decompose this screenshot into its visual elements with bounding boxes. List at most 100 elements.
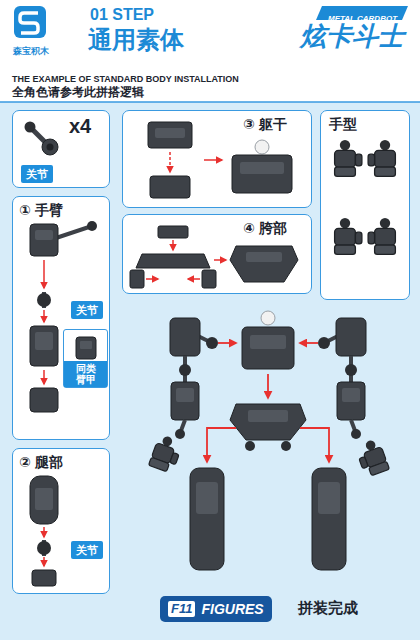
leg-parts: [30, 476, 58, 524]
leg-parts: [35, 488, 53, 510]
assembled-figure: [351, 429, 361, 439]
arm-parts: [30, 388, 58, 412]
arm-panel: 关节同类臂甲 ① 手臂: [12, 196, 110, 440]
node-text: FIGURES: [201, 601, 263, 618]
arm-parts: [87, 221, 97, 231]
label-slot: THE EXAMPLE OF STANDARD BODY INSTALLATIO…: [12, 68, 239, 86]
assembled-figure: [342, 388, 360, 402]
assembled-figure: [312, 468, 346, 570]
hip-parts: [188, 278, 200, 280]
completion-note: 拼装完成: [298, 599, 358, 616]
node-heading: ① 手臂: [19, 202, 63, 220]
assembled-figure: [281, 441, 291, 451]
assembled-figure: [345, 364, 357, 376]
assembled-figure: [196, 482, 218, 514]
header-band: [0, 0, 420, 102]
assembled-figure: [190, 468, 224, 570]
hip-parts: [230, 246, 298, 282]
assembled-figure: [250, 335, 286, 349]
hip-parts: [136, 254, 210, 268]
panel-ground: [12, 448, 110, 594]
torso-parts: [148, 122, 192, 148]
torso-parts: [255, 140, 269, 154]
joint-part: [25, 122, 36, 133]
assembled-figure: [175, 429, 185, 439]
arm-parts: [43, 260, 45, 288]
arm-parts: [76, 337, 96, 359]
torso-parts: [155, 128, 185, 138]
panel-ground: [12, 196, 110, 440]
hand-types: [335, 140, 362, 176]
panel-ground: [12, 110, 110, 188]
sheet-title: 通用素体: [88, 26, 184, 53]
header-band: [0, 101, 420, 103]
panel-ground: [122, 110, 312, 208]
hip-parts: [172, 240, 174, 250]
assembly-arrows: [207, 428, 236, 462]
node-heading: 关节: [76, 303, 98, 317]
label-slot: 拼装完成: [298, 599, 358, 617]
label-slot: 炫卡斗士: [300, 22, 404, 52]
leg-parts: [32, 570, 56, 586]
node-heading: F11: [168, 601, 195, 617]
assembly-arrows: [218, 342, 236, 344]
label-slot: 森宝积木: [13, 40, 49, 58]
torso-parts: [150, 176, 190, 198]
brand-logo: [14, 6, 46, 38]
hip-parts: [130, 270, 144, 288]
leg-parts: [37, 541, 51, 555]
part-name-tag: 关节: [71, 541, 103, 559]
panel-ground: [122, 214, 312, 294]
brand-logo: [14, 6, 46, 38]
hip-parts: [214, 259, 226, 261]
node-heading: 关节: [26, 167, 48, 181]
torso-panel: ③ 躯干: [122, 110, 312, 208]
node-heading: x4: [69, 115, 91, 138]
joint-part: [47, 144, 54, 151]
hand-types: [335, 218, 362, 254]
assembled-figure: [176, 388, 194, 402]
arm-parts: [30, 224, 58, 256]
torso-parts: [240, 162, 284, 174]
note: 全角色请参考此拼搭逻辑: [12, 85, 144, 99]
assembled-figure: [336, 318, 366, 356]
hip-parts: [202, 270, 216, 288]
arm-parts: [35, 332, 53, 350]
arm-parts: [30, 326, 58, 366]
node-heading: 同类臂甲: [64, 361, 107, 387]
hip-parts: [146, 278, 158, 280]
assembled-figure: [318, 337, 330, 349]
leg-parts: [43, 527, 45, 537]
figure-badge: F11 FIGURES: [160, 596, 272, 622]
hand-types: [335, 140, 396, 254]
assembly-arrows: [207, 343, 329, 462]
part-name-tag: 关节: [21, 165, 53, 183]
hand-panel: 手型: [320, 110, 410, 300]
brand-logo: [20, 13, 38, 33]
assembled-figure: [148, 311, 389, 570]
node-heading: 关节: [76, 543, 98, 557]
subtitle: THE EXAMPLE OF STANDARD BODY INSTALLATIO…: [12, 74, 239, 84]
hip-parts: [158, 226, 188, 238]
assembled-figure: [318, 482, 340, 514]
joint-part: [42, 139, 58, 155]
assembled-figure: [337, 382, 365, 420]
assembly-arrows: [267, 374, 269, 398]
step-number: 01 STEP: [90, 6, 154, 23]
assembled-figure: [248, 410, 288, 422]
joint-part: [25, 122, 59, 156]
panel-ground: [320, 110, 410, 300]
parts-panel: 关节 x4: [12, 110, 110, 188]
hand-types: [368, 140, 395, 176]
node-heading: ② 腿部: [19, 454, 63, 472]
assembled-figure: [170, 318, 200, 356]
hip-parts: [246, 252, 282, 262]
part-name-tag: 关节: [71, 301, 103, 319]
assembled-figure: [261, 311, 275, 325]
assembled-figure: [230, 404, 306, 440]
label-slot: 全角色请参考此拼搭逻辑: [12, 82, 144, 100]
arm-parts: [37, 293, 51, 307]
series-logo: 炫卡斗士: [300, 21, 404, 51]
armor-option-box: 同类臂甲: [63, 329, 108, 388]
